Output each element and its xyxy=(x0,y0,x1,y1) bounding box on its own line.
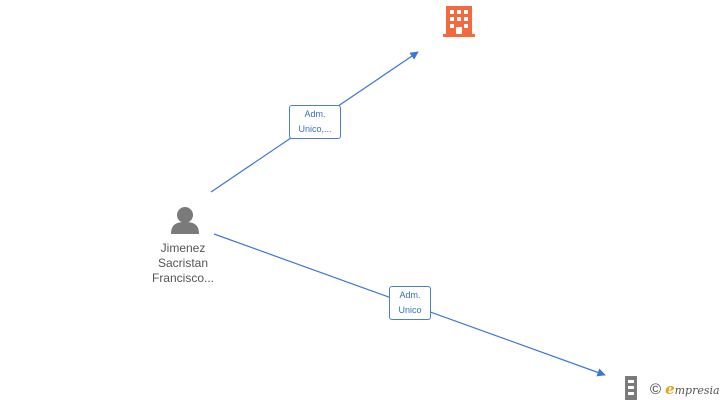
person-name-line: Sacristan xyxy=(157,256,209,270)
edge-label-2[interactable]: Adm. Unico xyxy=(389,286,431,320)
edge-label-1[interactable]: Adm. Unico,... xyxy=(289,105,341,139)
edge-label-line: Unico,... xyxy=(298,124,332,134)
building-icon[interactable] xyxy=(443,6,475,37)
person-name-line: Francisco... xyxy=(151,271,214,285)
person-name[interactable]: Jimenez Sacristan Francisco... xyxy=(133,241,233,286)
edge-label-line: Adm. xyxy=(399,290,421,300)
brand-logo-initial: e xyxy=(665,380,675,398)
copyright-symbol: © xyxy=(650,381,662,398)
brand-logo-text: mpresia xyxy=(674,384,720,397)
person-name-line: Jimenez xyxy=(160,241,206,255)
edge-label-line: Unico xyxy=(398,305,422,315)
person-icon[interactable] xyxy=(171,207,199,234)
building-icon-secondary[interactable] xyxy=(625,376,637,400)
edge-label-line: Adm. xyxy=(304,109,326,119)
watermark: ©empresia xyxy=(650,380,720,398)
